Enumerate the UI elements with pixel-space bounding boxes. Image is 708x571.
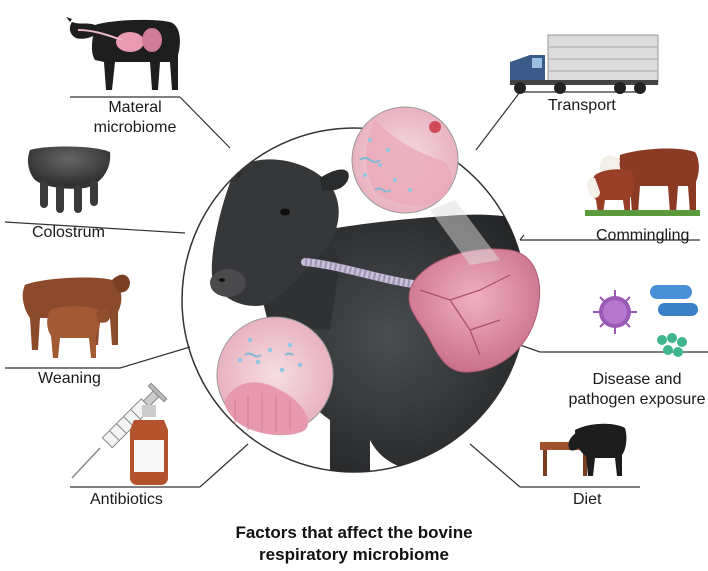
label-maternal-microbiome: Materal microbiome [82,98,188,138]
label-weaning: Weaning [38,369,101,389]
syringe-and-bottle-icon [72,383,168,485]
label-disease-line2: pathogen exposure [569,391,706,408]
pathogen-icon [593,285,698,357]
truck-icon [510,35,658,94]
rod-bacterium-icon [658,303,698,316]
label-disease-pathogen: Disease and pathogen exposure [568,370,706,410]
label-transport: Transport [548,96,616,116]
label-colostrum: Colostrum [32,223,105,243]
calf-at-feeder-icon [540,424,626,476]
diagram-title: Factors that affect the bovine respirato… [0,522,708,566]
label-commingling: Commingling [596,226,689,246]
cattle-group-icon [585,148,700,216]
label-diet: Diet [573,490,601,510]
label-maternal-line2: microbiome [94,119,177,136]
cow-and-calf-icon [23,275,130,358]
title-line1: Factors that affect the bovine [0,522,708,544]
udder-icon [28,146,110,213]
title-line2: respiratory microbiome [0,544,708,566]
cocci-bacteria-icon [657,333,687,357]
label-maternal-line1: Materal [108,99,161,116]
label-antibiotics: Antibiotics [90,490,163,510]
label-disease-line1: Disease and [593,371,682,388]
virus-icon [593,290,637,334]
maternal-cow-icon [66,17,180,90]
rod-bacterium-icon [650,285,692,299]
